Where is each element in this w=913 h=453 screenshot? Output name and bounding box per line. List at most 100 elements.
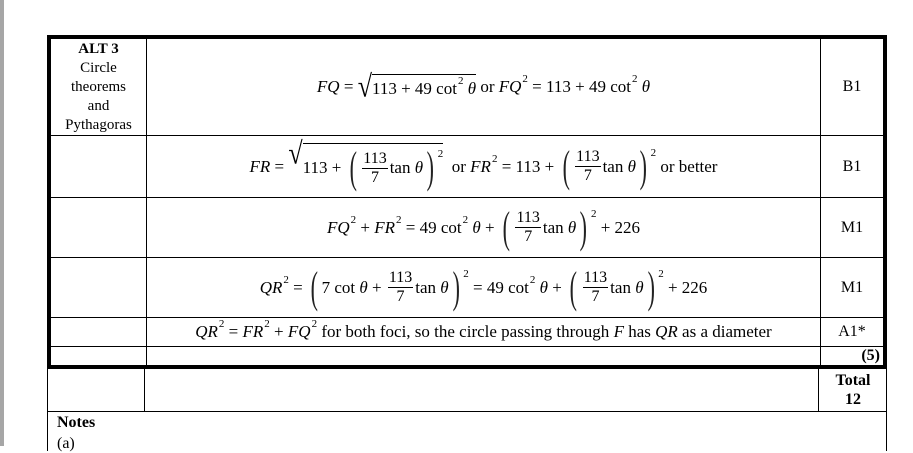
math-text: FQ [287, 322, 311, 341]
math-text: θ [440, 277, 449, 297]
denominator: 7 [583, 167, 592, 184]
superscript: 2 [491, 152, 498, 165]
math-text: FR [242, 322, 264, 341]
method-cell: ALT 3 Circle theorems and Pythagoras [51, 39, 147, 135]
math-text: + 226 [596, 217, 641, 237]
empty-cell [51, 318, 147, 346]
superscript: 2 [658, 267, 664, 280]
radical-sign: √ [288, 135, 303, 171]
right-paren: ) [579, 202, 588, 252]
math-text: as a diameter [677, 322, 772, 341]
math-text: FQ [498, 77, 522, 96]
method-line: and [87, 97, 110, 114]
mark-cell: B1 [842, 78, 862, 95]
math-text: or better [656, 156, 718, 176]
math-text: 7 cot [321, 277, 360, 297]
left-paren: ( [310, 262, 318, 312]
right-paren: ) [639, 141, 647, 191]
math-text: = [224, 322, 243, 341]
denominator: 7 [524, 228, 533, 245]
method-line: Pythagoras [65, 116, 132, 133]
left-paren: ( [569, 262, 578, 312]
math-text: = [288, 277, 307, 297]
divider [818, 369, 819, 411]
math-text: or [443, 156, 471, 176]
left-paren: ( [562, 141, 570, 191]
math-text: tan [542, 217, 568, 237]
notes-title: Notes [57, 414, 96, 431]
math-text: θ [463, 78, 477, 98]
empty-cell [51, 198, 147, 257]
mark-cell: M1 [840, 218, 864, 236]
table-row: (5) [51, 347, 883, 365]
numerator: 113 [362, 149, 388, 169]
math-text: QR [655, 322, 678, 341]
superscript: 2 [631, 73, 638, 85]
superscript: 2 [311, 318, 318, 330]
math-text: = 49 cot [401, 217, 462, 237]
empty-cell [51, 258, 147, 317]
superscript: 2 [396, 213, 402, 226]
math-text: θ [627, 156, 636, 176]
superscript: 2 [264, 318, 270, 330]
superscript: 2 [462, 213, 469, 226]
superscript: 2 [218, 318, 225, 330]
left-paren: ( [502, 202, 510, 252]
total-cell: Total 12 [819, 371, 887, 409]
superscript: 2 [350, 213, 357, 226]
math-text: θ [567, 217, 577, 237]
math-text: tan [602, 156, 628, 176]
method-title: ALT 3 [78, 40, 119, 57]
math-text: θ [635, 277, 644, 297]
numerator: 113 [575, 148, 601, 167]
right-paren: ) [647, 262, 655, 312]
math-text: tan [610, 277, 636, 297]
empty-cell [147, 347, 821, 365]
radical-sign: √ [357, 69, 372, 104]
math-text: θ [414, 158, 424, 177]
mark-cell: A1* [838, 323, 866, 340]
superscript: 2 [590, 207, 597, 220]
empty-cell [51, 136, 147, 197]
mark-scheme-table: ALT 3 Circle theorems and Pythagoras FQ … [47, 35, 887, 369]
math-text: tan [389, 158, 415, 177]
math-text: θ [468, 217, 481, 237]
math-text: QR [195, 322, 218, 341]
math-text: = 113 + [497, 156, 559, 176]
math-text: or [476, 77, 499, 96]
total-label: Total [835, 372, 871, 389]
superscript: 2 [522, 73, 528, 85]
method-line: theorems [71, 78, 126, 95]
math-text: has [623, 322, 656, 341]
denominator: 7 [396, 288, 405, 305]
math-text: + [367, 277, 386, 297]
method-line: Circle [80, 59, 117, 76]
math-text: QR [259, 277, 283, 297]
math-text: F [613, 322, 624, 341]
notes-part: (a) [57, 435, 75, 452]
math-text: for both foci, so the circle passing thr… [317, 322, 614, 341]
math-text: θ [637, 77, 651, 96]
left-paren: ( [349, 143, 357, 192]
superscript: 2 [463, 267, 469, 280]
window-edge [0, 0, 4, 446]
math-text: + [356, 217, 375, 237]
